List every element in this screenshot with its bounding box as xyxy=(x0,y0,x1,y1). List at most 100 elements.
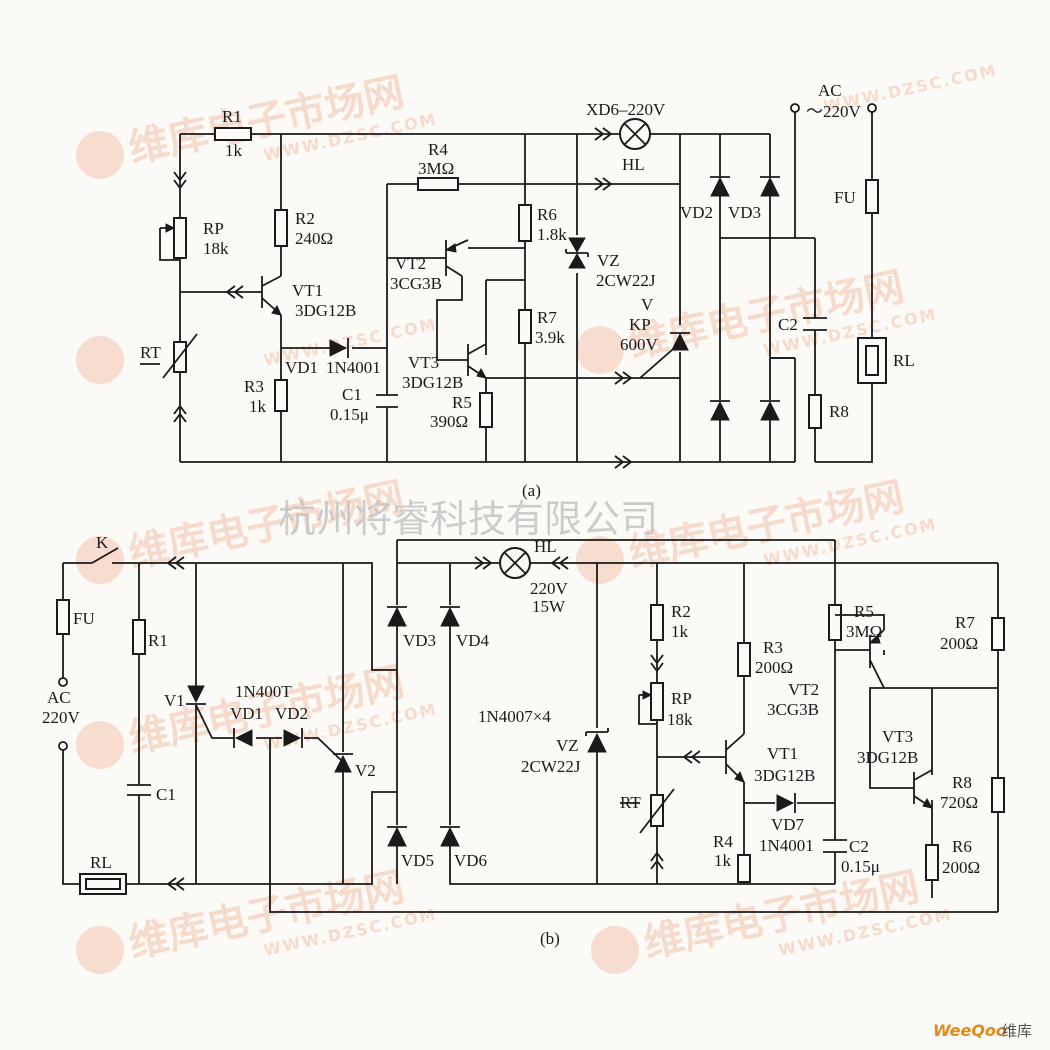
footer-brand: WeeQoo xyxy=(933,1021,1007,1040)
b-vd4-diode xyxy=(440,606,460,627)
b-vt2-type: 3CG3B xyxy=(767,700,819,719)
a-c1-label: C1 xyxy=(342,385,362,404)
a-r8-resistor xyxy=(808,394,822,429)
footer-logo: WeeQoo 维库 xyxy=(933,1021,1032,1040)
b-r1-label: R1 xyxy=(148,631,168,650)
a-r8-label: R8 xyxy=(829,402,849,421)
b-r4-label: R4 xyxy=(713,832,733,851)
b-r1-resistor xyxy=(132,619,146,655)
a-r2-label: R2 xyxy=(295,209,315,228)
a-r1-value: 1k xyxy=(225,141,243,160)
b-r5-label: R5 xyxy=(854,602,874,621)
a-vt3-transistor xyxy=(462,343,487,379)
b-rp-value: 18k xyxy=(667,710,693,729)
b-vd6-diode xyxy=(440,826,460,847)
a-r7-label: R7 xyxy=(537,308,557,327)
b-ac-label: AC xyxy=(47,688,71,707)
b-r8-value: 720Ω xyxy=(940,793,978,812)
b-vd5-label: VD5 xyxy=(401,851,434,870)
footer-suffix: 维库 xyxy=(1002,1022,1032,1040)
a-r5-value: 390Ω xyxy=(430,412,468,431)
b-vz-type: 2CW22J xyxy=(521,757,581,776)
a-rl-label: RL xyxy=(893,351,915,370)
a-r1-label: R1 xyxy=(222,107,242,126)
b-c1-capacitor xyxy=(127,784,151,796)
a-v-label: V xyxy=(641,295,654,314)
a-ac-terminal-left xyxy=(790,103,800,113)
a-rp-potentiometer xyxy=(173,217,187,259)
b-r8-resistor xyxy=(991,777,1005,813)
a-r3-resistor xyxy=(274,379,288,412)
a-vd3-label: VD3 xyxy=(728,203,761,222)
b-vd2-label: VD2 xyxy=(275,704,308,723)
a-vt1-label: VT1 xyxy=(292,281,323,300)
a-vd2-diode xyxy=(710,176,730,197)
a-fu-label: FU xyxy=(834,188,856,207)
b-vd3-diode xyxy=(387,606,407,627)
b-hl-power: 15W xyxy=(532,597,566,616)
b-ac-terminal-bottom xyxy=(58,741,68,751)
a-vd2-label: VD2 xyxy=(680,203,713,222)
a-r6-resistor xyxy=(518,204,532,242)
b-r7-resistor xyxy=(991,617,1005,651)
b-v1-thyristor xyxy=(186,685,206,705)
b-fu-fuse xyxy=(56,599,70,635)
a-bridge-diode-lower-left xyxy=(710,400,730,421)
b-vt1-transistor xyxy=(720,733,745,783)
a-r7-resistor xyxy=(518,309,532,344)
watermark-a-left: 维库电子市场网 WWW.DZSC.COM xyxy=(76,69,439,179)
watermark-company-caption: 杭州将睿科技有限公司 xyxy=(278,499,658,541)
b-caption: (b) xyxy=(540,929,560,948)
b-vd7-label: VD7 xyxy=(771,815,805,834)
b-r3-label: R3 xyxy=(763,638,783,657)
a-bridge-diode-lower-right xyxy=(760,400,780,421)
circuit-b-labels: K FU AC 220V R1 C1 RL V1 1N400T VD1 VD2 … xyxy=(42,533,980,948)
b-rl-label: RL xyxy=(90,853,112,872)
b-vd2-diode xyxy=(283,728,303,748)
a-vd3-diode xyxy=(760,176,780,197)
a-current-arrows xyxy=(173,127,633,469)
a-kp-value: 600V xyxy=(620,335,659,354)
b-vt3-type: 3DG12B xyxy=(857,748,918,767)
a-vd1-label: VD1 xyxy=(285,358,318,377)
b-r2-resistor xyxy=(650,604,664,641)
a-hl-lamp xyxy=(619,118,651,150)
a-rt-label: RT xyxy=(140,343,161,362)
a-c2-capacitor xyxy=(803,317,827,331)
a-ac-terminal-right xyxy=(867,103,877,113)
a-r2-resistor xyxy=(274,209,288,247)
a-vd1-type: 1N4001 xyxy=(326,358,381,377)
a-r1-resistor xyxy=(214,127,252,141)
b-vt1-type: 3DG12B xyxy=(754,766,815,785)
b-vd4-label: VD4 xyxy=(456,631,490,650)
a-vt3-label: VT3 xyxy=(408,353,439,372)
a-vz-label: VZ xyxy=(597,251,620,270)
b-c2-value: 0.15μ xyxy=(841,857,880,876)
a-r2-value: 240Ω xyxy=(295,229,333,248)
b-rp-label: RP xyxy=(671,689,692,708)
circuit-a-wires xyxy=(159,110,873,463)
a-r3-value: 1k xyxy=(249,397,267,416)
b-vt3-transistor xyxy=(908,769,933,809)
b-vd5-diode xyxy=(387,826,407,847)
b-hl-voltage: 220V xyxy=(530,579,569,598)
b-r7-label: R7 xyxy=(955,613,975,632)
a-kp-thyristor xyxy=(639,332,690,379)
b-diode-type: 1N400T xyxy=(235,682,292,701)
b-v1-label: V1 xyxy=(164,691,185,710)
b-c2-capacitor xyxy=(823,839,847,853)
b-vt3-label: VT3 xyxy=(882,727,913,746)
b-vd1-label: VD1 xyxy=(230,704,263,723)
a-vt3-type: 3DG12B xyxy=(402,373,463,392)
a-vt2-transistor xyxy=(440,239,469,277)
a-ac-value: ～220V xyxy=(806,102,861,121)
a-r5-resistor xyxy=(479,392,493,428)
b-vd1-diode xyxy=(233,728,253,748)
a-rp-label: RP xyxy=(203,219,224,238)
a-c1-value: 0.15μ xyxy=(330,405,369,424)
b-r4-resistor xyxy=(737,854,751,883)
b-r8-label: R8 xyxy=(952,773,972,792)
a-vz-type: 2CW22J xyxy=(596,271,656,290)
circuit-b-components xyxy=(56,547,1005,895)
b-r6-value: 200Ω xyxy=(942,858,980,877)
